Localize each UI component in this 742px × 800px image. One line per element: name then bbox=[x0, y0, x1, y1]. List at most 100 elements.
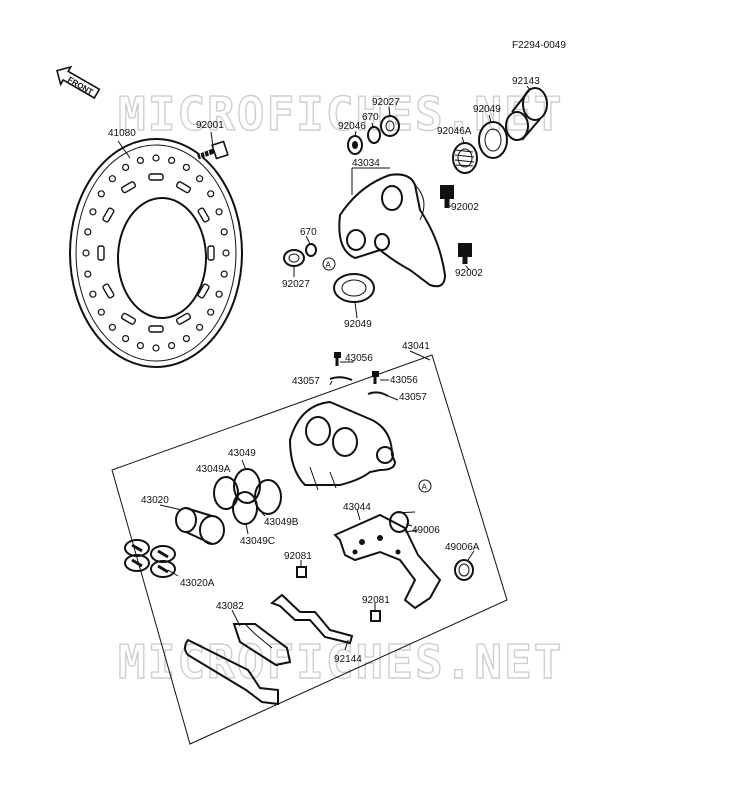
collar-92027-bottom bbox=[283, 249, 305, 267]
label-92046A: 92046A bbox=[437, 126, 472, 137]
bleeder-valve-a bbox=[334, 352, 341, 366]
label-43034: 43034 bbox=[352, 158, 380, 169]
label-43056-b: 43056 bbox=[390, 375, 418, 386]
disc-hole bbox=[152, 154, 160, 162]
bleeder-cap-b bbox=[367, 391, 389, 397]
clip-92081-b bbox=[370, 610, 381, 622]
disc-hole bbox=[182, 335, 190, 343]
disc-slot bbox=[175, 181, 192, 194]
seal-92049-top bbox=[478, 121, 508, 159]
label-92144: 92144 bbox=[334, 654, 362, 665]
spacer-92143 bbox=[505, 87, 548, 141]
boot-49006A bbox=[454, 559, 474, 581]
disc-slot bbox=[97, 245, 105, 261]
disc-hole bbox=[121, 335, 130, 343]
disc-hole bbox=[89, 208, 97, 216]
ref-marker-a-top-text: A bbox=[326, 261, 332, 270]
label-43049C: 43049C bbox=[240, 536, 275, 547]
disc-hole bbox=[89, 290, 97, 298]
label-92002-a: 92002 bbox=[451, 202, 479, 213]
label-43049: 43049 bbox=[228, 448, 256, 459]
disc-slot bbox=[102, 283, 115, 299]
label-92046: 92046 bbox=[338, 121, 366, 132]
label-43049B: 43049B bbox=[264, 517, 299, 528]
disc-hole bbox=[182, 163, 190, 171]
label-43020: 43020 bbox=[141, 495, 169, 506]
disc-hole bbox=[84, 270, 92, 278]
disc-hole bbox=[108, 323, 117, 331]
label-43082: 43082 bbox=[216, 601, 244, 612]
disc-hole bbox=[220, 228, 228, 236]
caliper-holder bbox=[333, 513, 442, 610]
seal-92049-bottom bbox=[333, 273, 375, 303]
disc-hole bbox=[222, 249, 230, 257]
label-92081-a: 92081 bbox=[284, 551, 312, 562]
disc-slot bbox=[175, 312, 192, 325]
figure-code: F2294-0049 bbox=[512, 40, 566, 51]
watermark-bottom: MICROFICHES.NET bbox=[118, 635, 563, 689]
label-43057-b: 43057 bbox=[399, 392, 427, 403]
label-43056-a: 43056 bbox=[345, 353, 373, 364]
disc-hole bbox=[97, 190, 105, 198]
disc-hole bbox=[168, 156, 176, 164]
bearing-92046A bbox=[452, 142, 478, 174]
label-92027-top: 92027 bbox=[372, 97, 400, 108]
label-49006A: 49006A bbox=[445, 542, 480, 553]
label-43020A: 43020A bbox=[180, 578, 215, 589]
disc-hole bbox=[152, 344, 160, 352]
disc-hole bbox=[196, 175, 204, 183]
disc-hole bbox=[136, 342, 144, 350]
label-41080: 41080 bbox=[108, 128, 136, 139]
brake-pads-43082 bbox=[184, 623, 292, 706]
piston-43020 bbox=[175, 507, 225, 545]
pad-spring-92144 bbox=[270, 593, 354, 645]
label-43044: 43044 bbox=[343, 502, 371, 513]
disc-hole bbox=[215, 208, 223, 216]
label-92002-b: 92002 bbox=[455, 268, 483, 279]
bolt-92001 bbox=[197, 140, 229, 162]
o-ring-670-bottom bbox=[305, 243, 317, 257]
seal-43049-set bbox=[213, 468, 282, 525]
ref-marker-a-bottom: A bbox=[418, 479, 432, 493]
label-49006: 49006 bbox=[412, 525, 440, 536]
part-labels: 41080 92001 92027 670 92046 43034 92143 … bbox=[108, 76, 540, 665]
disc-slot bbox=[148, 173, 164, 181]
label-670-top: 670 bbox=[362, 112, 379, 123]
disc-hole bbox=[215, 290, 223, 298]
label-92001: 92001 bbox=[196, 120, 224, 131]
label-43041: 43041 bbox=[402, 341, 430, 352]
disc-hole bbox=[108, 175, 117, 183]
disc-hole bbox=[196, 323, 204, 331]
ref-marker-a-top: A bbox=[322, 257, 336, 271]
label-92143: 92143 bbox=[512, 76, 540, 87]
brake-disc bbox=[69, 138, 243, 368]
boot-49006 bbox=[389, 511, 419, 533]
piston-43020A bbox=[124, 539, 176, 578]
caliper-assembly-frame bbox=[111, 354, 508, 745]
disc-hole bbox=[97, 308, 105, 316]
front-arrow-icon: FRONT bbox=[56, 65, 101, 100]
leader-lines bbox=[117, 85, 531, 651]
disc-slot bbox=[197, 283, 210, 299]
caliper-body bbox=[288, 400, 397, 491]
disc-hole bbox=[82, 249, 90, 257]
bleeder-valve-b bbox=[372, 371, 379, 384]
clip-92081-a bbox=[296, 566, 307, 578]
label-92027-bottom: 92027 bbox=[282, 279, 310, 290]
disc-slot bbox=[120, 181, 137, 194]
disc-hole bbox=[220, 270, 228, 278]
disc-slot bbox=[207, 245, 215, 261]
label-670-bottom: 670 bbox=[300, 227, 317, 238]
caliper-bracket bbox=[338, 173, 447, 288]
disc-hole bbox=[121, 163, 130, 171]
label-43049A: 43049A bbox=[196, 464, 231, 475]
label-92049-bottom: 92049 bbox=[344, 319, 372, 330]
bolt-92002-b bbox=[458, 243, 472, 264]
disc-slot bbox=[120, 312, 137, 325]
disc-hole bbox=[207, 308, 215, 316]
watermark-top: MICROFICHES.NET bbox=[118, 87, 563, 141]
disc-slot bbox=[148, 325, 164, 333]
bleeder-cap-a bbox=[329, 376, 353, 381]
disc-hole bbox=[136, 156, 144, 164]
